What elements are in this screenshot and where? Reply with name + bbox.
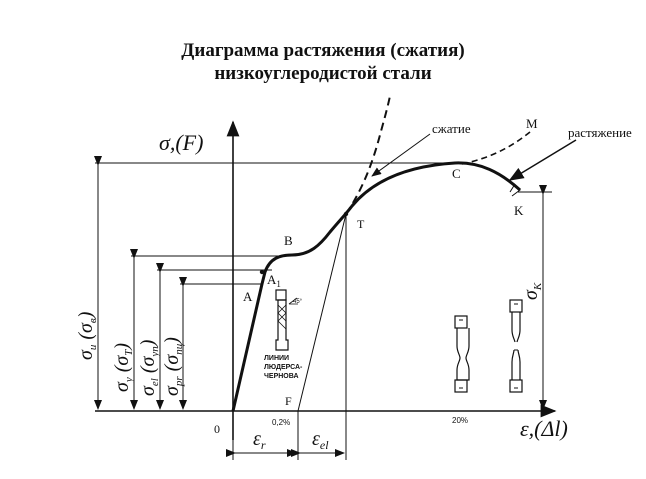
label-M: M — [526, 116, 538, 131]
label-sigma-y: σy (σT) — [111, 343, 135, 392]
point-T — [343, 211, 349, 217]
tick-strain-02: 0,2% — [272, 418, 290, 427]
label-sigma-pr: σpr (σпц) — [161, 337, 185, 396]
luders-label-3: ЧЕРНОВА — [264, 373, 299, 380]
luders-label-1: ЛИНИИ — [264, 355, 289, 362]
label-A1: A1 — [267, 272, 281, 289]
label-eps-r: εr — [253, 428, 266, 452]
diagram-title-line1: Диаграмма растяжения (сжатия) — [181, 40, 465, 61]
label-K: K — [514, 203, 524, 218]
compression-curve — [345, 95, 391, 215]
leader-compression — [371, 133, 431, 177]
angle-label: 45° — [293, 299, 303, 305]
y-axis-label: σ,(F) — [159, 130, 203, 155]
label-sigma-el: σel (σуп) — [137, 339, 161, 396]
label-T: T — [357, 217, 365, 231]
specimen-luders: 45° — [275, 289, 303, 351]
specimen-necking — [454, 315, 470, 393]
luders-label-2: ЛЮДЕРСА- — [264, 364, 303, 371]
label-A: A — [243, 289, 253, 304]
fracture-mark — [509, 183, 521, 197]
label-C: C — [452, 166, 461, 181]
specimen-fractured — [509, 299, 523, 393]
label-tension: растяжение — [568, 125, 632, 140]
label-F: F — [285, 394, 292, 408]
label-sigma-K: σK — [520, 282, 544, 300]
leader-tension — [508, 139, 577, 181]
diagram-title-line2: низкоуглеродистой стали — [214, 63, 432, 84]
tick-strain-20: 20% — [452, 416, 468, 425]
label-eps-el: εel — [312, 428, 329, 452]
x-axis-label: ε,(Δl) — [520, 416, 568, 441]
label-sigma-u: σu (σв) — [75, 311, 99, 360]
label-origin: 0 — [214, 422, 220, 436]
unloading-line — [297, 213, 347, 412]
label-B: B — [284, 233, 293, 248]
label-compression: сжатие — [432, 121, 471, 136]
point-A1 — [259, 269, 265, 275]
true-stress-curve-M — [461, 131, 531, 165]
